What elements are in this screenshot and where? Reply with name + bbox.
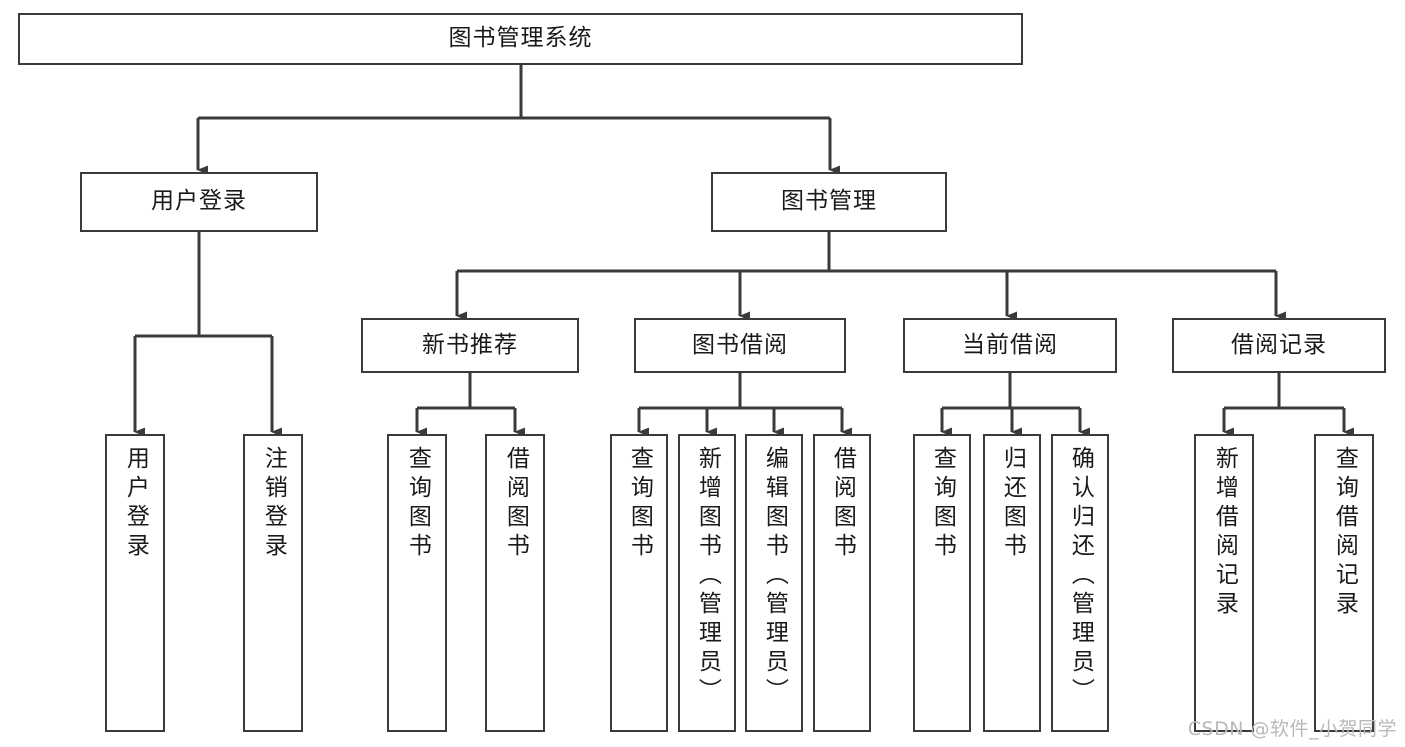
node-label-root: 图书管理系统 xyxy=(448,25,593,52)
node-label-leaf-login-1: 用户登录 xyxy=(122,446,149,562)
node-label-leaf-new-1: 查询图书 xyxy=(404,446,431,562)
node-label-leaf-borrow-3: 编辑图书（管理员） xyxy=(761,446,788,707)
node-leaf-borrow-2[interactable]: 新增图书（管理员） xyxy=(678,434,736,732)
node-label-leaf-cur-3: 确认归还（管理员） xyxy=(1067,446,1094,707)
node-label-borrow: 图书借阅 xyxy=(692,331,788,358)
node-leaf-new-1[interactable]: 查询图书 xyxy=(387,434,447,732)
node-label-login: 用户登录 xyxy=(151,188,247,215)
node-label-bookmgmt: 图书管理 xyxy=(781,188,877,215)
node-label-current: 当前借阅 xyxy=(962,331,1058,358)
node-borrow[interactable]: 图书借阅 xyxy=(634,318,846,373)
node-label-leaf-cur-2: 归还图书 xyxy=(999,446,1026,562)
node-leaf-new-2[interactable]: 借阅图书 xyxy=(485,434,545,732)
node-label-leaf-login-2: 注销登录 xyxy=(260,446,287,562)
node-leaf-cur-2[interactable]: 归还图书 xyxy=(983,434,1041,732)
node-leaf-login-1[interactable]: 用户登录 xyxy=(105,434,165,732)
connector-group xyxy=(133,65,1354,437)
node-current[interactable]: 当前借阅 xyxy=(903,318,1117,373)
node-label-leaf-borrow-4: 借阅图书 xyxy=(829,446,856,562)
node-bookmgmt[interactable]: 图书管理 xyxy=(711,172,947,232)
node-leaf-rec-1[interactable]: 新增借阅记录 xyxy=(1194,434,1254,732)
node-label-leaf-borrow-2: 新增图书（管理员） xyxy=(694,446,721,707)
node-login[interactable]: 用户登录 xyxy=(80,172,318,232)
node-label-records: 借阅记录 xyxy=(1231,331,1327,358)
node-label-leaf-borrow-1: 查询图书 xyxy=(626,446,653,562)
node-label-leaf-new-2: 借阅图书 xyxy=(502,446,529,562)
node-records[interactable]: 借阅记录 xyxy=(1172,318,1386,373)
node-label-leaf-cur-1: 查询图书 xyxy=(929,446,956,562)
node-label-leaf-rec-1: 新增借阅记录 xyxy=(1211,446,1238,620)
node-leaf-login-2[interactable]: 注销登录 xyxy=(243,434,303,732)
node-leaf-rec-2[interactable]: 查询借阅记录 xyxy=(1314,434,1374,732)
node-root[interactable]: 图书管理系统 xyxy=(18,13,1023,65)
node-label-leaf-rec-2: 查询借阅记录 xyxy=(1331,446,1358,620)
node-leaf-borrow-1[interactable]: 查询图书 xyxy=(610,434,668,732)
node-leaf-borrow-4[interactable]: 借阅图书 xyxy=(813,434,871,732)
node-label-newbook: 新书推荐 xyxy=(422,331,518,358)
node-leaf-borrow-3[interactable]: 编辑图书（管理员） xyxy=(745,434,803,732)
node-leaf-cur-1[interactable]: 查询图书 xyxy=(913,434,971,732)
node-leaf-cur-3[interactable]: 确认归还（管理员） xyxy=(1051,434,1109,732)
node-newbook[interactable]: 新书推荐 xyxy=(361,318,579,373)
